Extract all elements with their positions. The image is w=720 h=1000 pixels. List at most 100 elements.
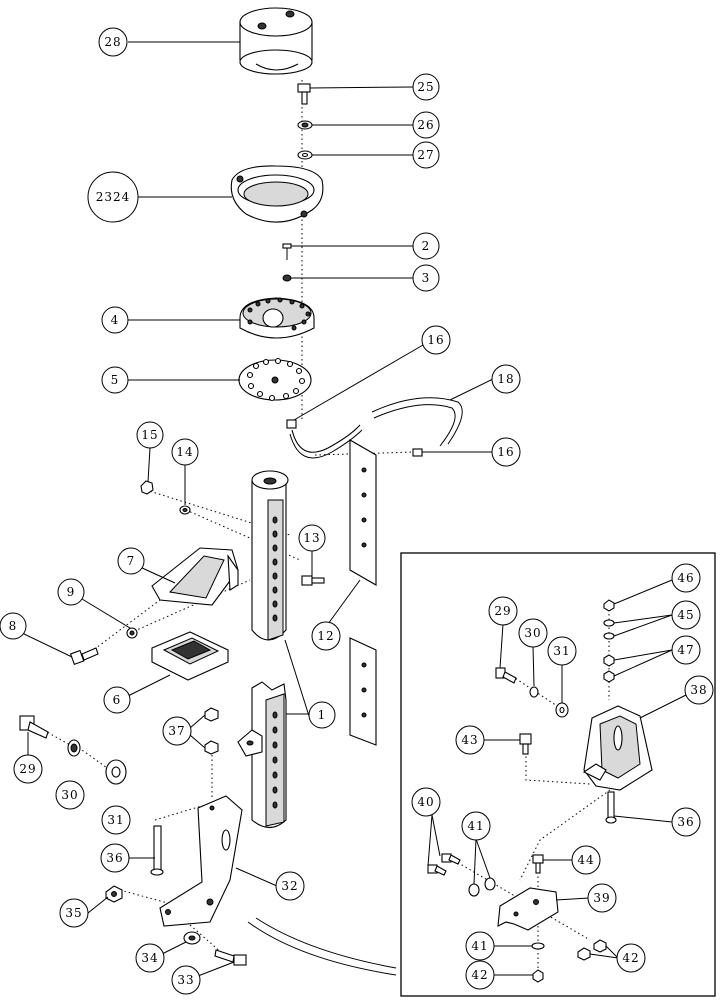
svg-text:4: 4 (111, 313, 120, 327)
inset-leader-lines (427, 579, 687, 976)
inset-callout-31: 31 (547, 636, 577, 666)
inset-callout-46: 46 (671, 563, 701, 593)
svg-text:42: 42 (471, 968, 488, 982)
part-7-clamp (151, 547, 239, 606)
inset-callout-42-right: 42 (616, 943, 646, 973)
part-26-washer (297, 120, 313, 130)
part-33-bolt (214, 949, 247, 966)
svg-text:30: 30 (524, 626, 541, 640)
svg-text:26: 26 (417, 118, 434, 132)
svg-text:15: 15 (141, 428, 158, 442)
callout-7: 7 (117, 547, 145, 575)
svg-text:31: 31 (553, 644, 570, 658)
part-15-nut (140, 480, 154, 495)
callout-15: 15 (136, 421, 164, 449)
svg-text:6: 6 (113, 693, 122, 707)
inset-part-45-washer (603, 619, 615, 640)
inset-part-42-nuts (532, 939, 607, 983)
inset-part-36-bolt (605, 791, 617, 824)
part-18-hose (289, 397, 463, 459)
svg-text:47: 47 (677, 643, 694, 657)
part-36-bolt (150, 825, 164, 876)
inset-part-40-bolts (427, 853, 461, 876)
inset-callout-43: 43 (455, 725, 485, 755)
callout-35: 35 (59, 898, 89, 928)
part-31-washer-left (105, 759, 127, 785)
inset-callout-30: 30 (518, 618, 548, 648)
callout-3: 3 (412, 264, 440, 292)
leader-lines (21, 41, 494, 977)
svg-text:38: 38 (690, 683, 707, 697)
inset-part-46-nut (603, 599, 615, 612)
part-2-screw (282, 243, 292, 260)
svg-text:43: 43 (461, 733, 478, 747)
callout-6: 6 (103, 686, 131, 714)
part-1-tube-lower (237, 681, 287, 829)
callout-14: 14 (171, 438, 199, 466)
inset-part-39-bracket (497, 887, 559, 931)
inset-callout-36: 36 (671, 807, 701, 837)
part-6-pad (151, 631, 229, 681)
svg-text:5: 5 (111, 373, 120, 387)
svg-text:39: 39 (593, 891, 610, 905)
part-3-washer (282, 274, 292, 282)
callout-4: 4 (101, 306, 129, 334)
part-9-washer (126, 627, 138, 639)
svg-text:29: 29 (19, 762, 36, 776)
part-16-fitting-b (412, 448, 423, 457)
callout-8: 8 (0, 612, 27, 640)
callout-26: 26 (412, 111, 440, 139)
part-27-washer (297, 150, 313, 160)
svg-text:30: 30 (61, 788, 78, 802)
callout-2324: 2324 (87, 171, 139, 223)
part-1-tube-upper (251, 470, 289, 641)
svg-text:41: 41 (471, 939, 488, 953)
inset-callout-39: 39 (587, 883, 617, 913)
callout-18: 18 (491, 364, 521, 394)
svg-text:9: 9 (67, 585, 76, 599)
svg-text:28: 28 (104, 35, 121, 49)
svg-text:46: 46 (677, 571, 694, 585)
callout-32: 32 (275, 871, 305, 901)
svg-text:44: 44 (577, 853, 594, 867)
part-32-bracket (159, 795, 243, 927)
svg-text:14: 14 (176, 445, 193, 459)
svg-text:40: 40 (417, 795, 434, 809)
part-5-seed-plate (238, 357, 312, 402)
inset-part-41-washers (468, 877, 496, 897)
svg-text:13: 13 (303, 531, 320, 545)
svg-text:18: 18 (497, 372, 514, 386)
inset-part-30-washer (529, 686, 539, 698)
inset-callout-44: 44 (571, 845, 601, 875)
inset-part-31-washer (555, 702, 569, 718)
inset-callout-41-lower: 41 (465, 931, 495, 961)
inset-callout-38: 38 (684, 675, 714, 705)
svg-text:3: 3 (422, 271, 431, 285)
part-2324-flange (230, 165, 324, 223)
svg-text:12: 12 (317, 629, 334, 643)
svg-text:27: 27 (417, 148, 434, 162)
callout-1: 1 (308, 701, 336, 729)
svg-text:29: 29 (494, 604, 511, 618)
callout-5: 5 (101, 366, 129, 394)
svg-text:41: 41 (467, 819, 484, 833)
part-25-bolt (297, 83, 311, 105)
svg-text:8: 8 (9, 619, 18, 633)
shank-curve (247, 917, 397, 976)
svg-text:34: 34 (141, 951, 158, 965)
part-29-bolt-left (19, 715, 49, 739)
svg-text:2: 2 (422, 239, 431, 253)
callout-31: 31 (101, 805, 131, 835)
svg-text:7: 7 (127, 554, 136, 568)
part-34-washer (183, 931, 201, 945)
part-4-disc-housing (239, 297, 315, 339)
svg-text:36: 36 (677, 815, 694, 829)
svg-text:35: 35 (65, 906, 82, 920)
svg-text:2324: 2324 (96, 190, 131, 204)
callout-16-lower: 16 (491, 437, 521, 467)
part-37-nuts (204, 707, 219, 755)
svg-text:42: 42 (622, 951, 639, 965)
inset-callout-41-upper: 41 (461, 811, 491, 841)
callout-16-upper: 16 (421, 325, 451, 355)
